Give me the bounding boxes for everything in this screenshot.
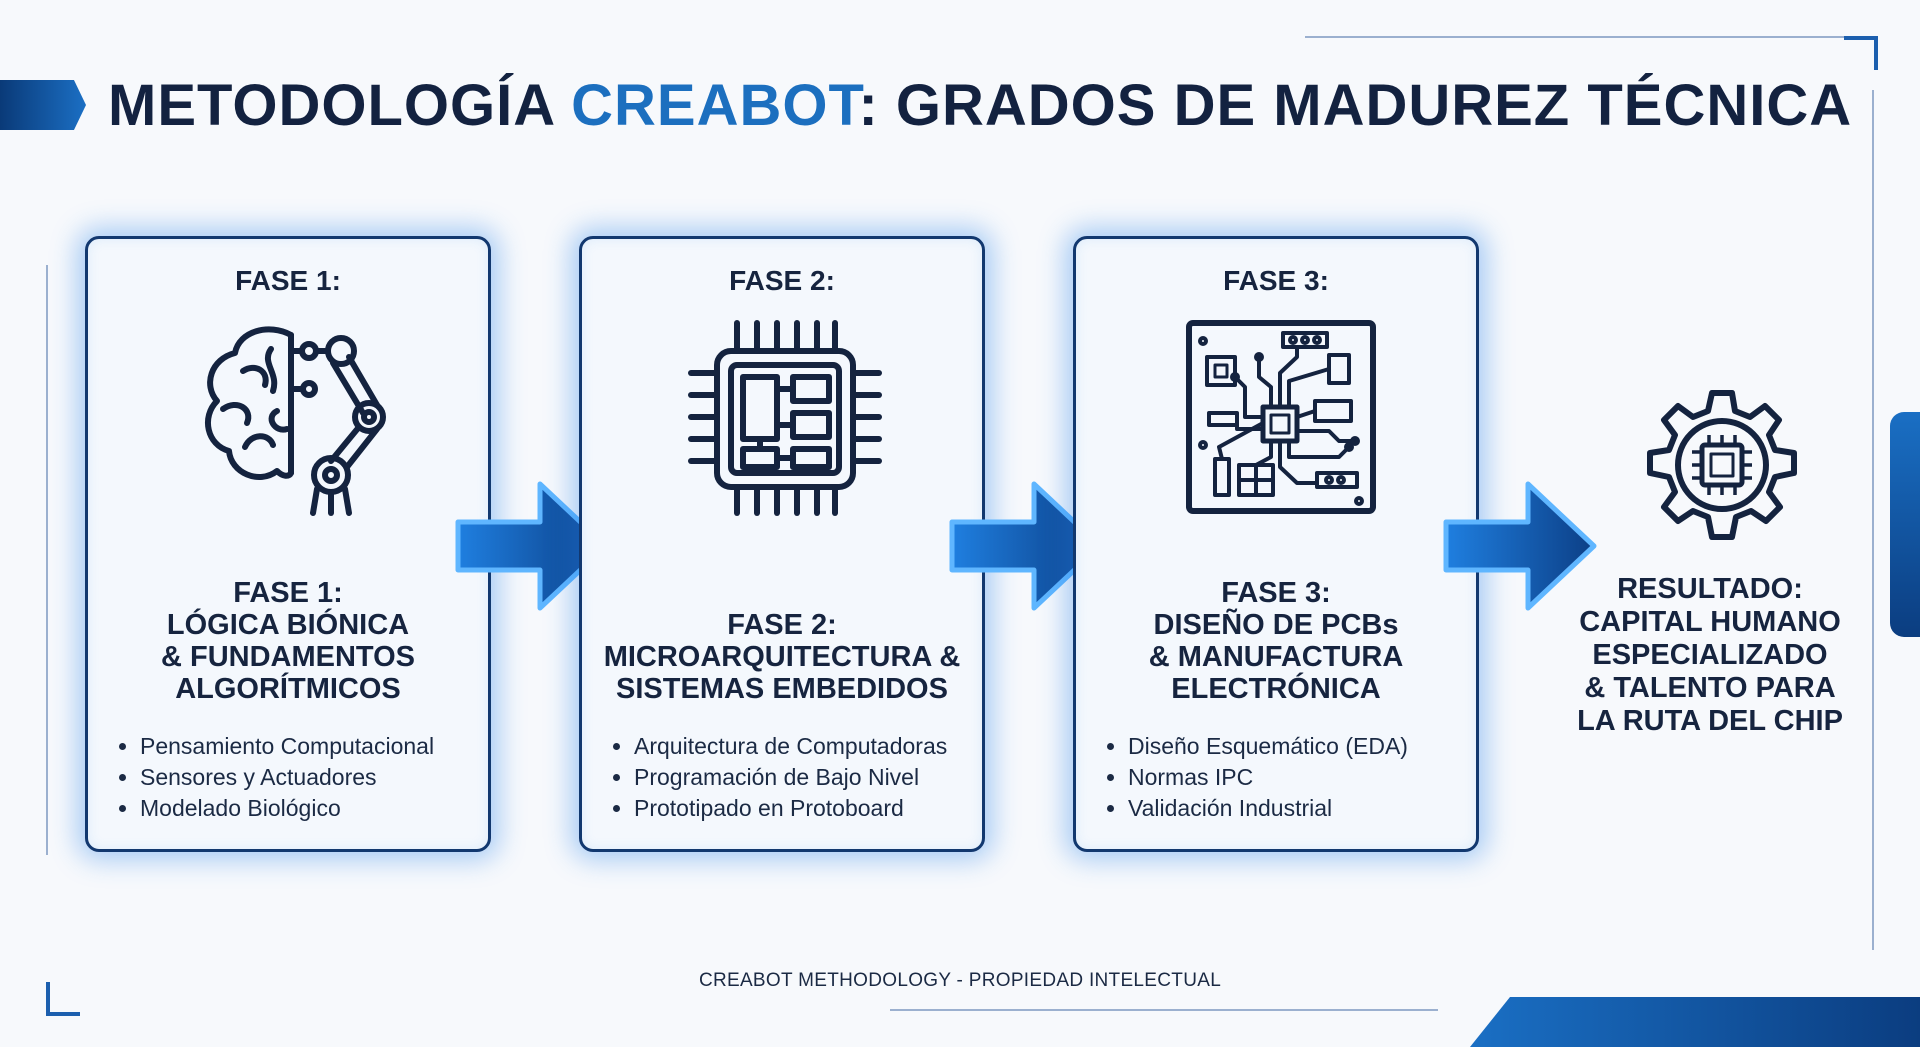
phase-title-line: FASE 3: [1221, 577, 1331, 609]
title-suffix: : GRADOS DE MADUREZ TÉCNICA [858, 73, 1853, 138]
bullet-item: Modelado Biológico [140, 793, 478, 824]
top-rule [1305, 36, 1865, 38]
brain-robot-arm-icon [205, 326, 386, 516]
result-line: LA RUTA DEL CHIP [1577, 705, 1843, 737]
flow-arrow-icon [455, 481, 609, 611]
result-text: RESULTADO: CAPITAL HUMANO ESPECIALIZADO … [1560, 573, 1860, 738]
phase-title-line: & MANUFACTURA [1148, 641, 1404, 673]
bottom-accent-bar [1470, 997, 1920, 1047]
page-title: METODOLOGÍA CREABOT: GRADOS DE MADUREZ T… [108, 72, 1852, 139]
phase-bullet-list: Arquitectura de Computadoras Programació… [612, 731, 972, 824]
title-prefix: METODOLOGÍA [108, 73, 572, 138]
footer-rule [890, 1009, 1438, 1011]
bullet-item: Normas IPC [1128, 762, 1466, 793]
right-rule [1872, 90, 1874, 950]
top-right-corner-bracket [1844, 36, 1878, 70]
phase-card-3: FASE 3: FASE 3: DISEÑO DE PCBs & MANUFA [1073, 236, 1479, 852]
phase-title-line: LÓGICA BIÓNICA [166, 609, 410, 641]
phase-title-line: ALGORÍTMICOS [175, 673, 401, 705]
phase-card-1: FASE 1: FASE 1: LÓGICA BIÓNICA & FUNDAME… [85, 236, 491, 852]
circuit-board-icon [1186, 320, 1376, 514]
phase-title: FASE 3: DISEÑO DE PCBs & MANUFACTURA ELE… [1086, 577, 1466, 705]
phase-bullet-list: Pensamiento Computacional Sensores y Act… [118, 731, 478, 824]
phase-title-line: & FUNDAMENTOS [160, 641, 416, 673]
phase-bullet-list: Diseño Esquemático (EDA) Normas IPC Vali… [1106, 731, 1466, 824]
bullet-item: Programación de Bajo Nivel [634, 762, 972, 793]
bullet-item: Arquitectura de Computadoras [634, 731, 972, 762]
bullet-item: Sensores y Actuadores [140, 762, 478, 793]
flow-arrow-icon [1443, 481, 1597, 611]
phase-title-line: ELECTRÓNICA [1171, 673, 1381, 705]
side-accent-tab [1890, 412, 1920, 637]
bullet-item: Prototipado en Protoboard [634, 793, 972, 824]
phase-header: FASE 1: [235, 265, 341, 296]
phase-card-2: FASE 2: FASE 2: MICROARQUITECTURA & SIST… [579, 236, 985, 852]
phase-title-line: FASE 2: [727, 609, 837, 641]
bullet-item: Validación Industrial [1128, 793, 1466, 824]
left-rule [46, 265, 48, 855]
phase-title-line: DISEÑO DE PCBs [1153, 609, 1399, 641]
result-line: RESULTADO: [1617, 573, 1803, 605]
phase-header: FASE 3: [1223, 265, 1329, 296]
phase-title-line: FASE 1: [233, 577, 343, 609]
phase-title-line: MICROARQUITECTURA & [603, 641, 961, 673]
microchip-icon [688, 320, 882, 516]
gear-chip-icon [1647, 390, 1797, 540]
phase-title: FASE 1: LÓGICA BIÓNICA & FUNDAMENTOS ALG… [98, 577, 478, 705]
bullet-item: Pensamiento Computacional [140, 731, 478, 762]
title-accent-tab [0, 80, 86, 130]
phase-title-line: SISTEMAS EMBEDIDOS [616, 673, 948, 705]
bullet-item: Diseño Esquemático (EDA) [1128, 731, 1466, 762]
bottom-left-corner-bracket [46, 982, 80, 1016]
result-line: & TALENTO PARA [1584, 672, 1836, 704]
flow-arrow-icon [949, 481, 1103, 611]
footer-text: CREABOT METHODOLOGY - PROPIEDAD INTELECT… [698, 970, 1222, 991]
result-line: ESPECIALIZADO [1592, 639, 1828, 671]
result-line: CAPITAL HUMANO [1579, 606, 1841, 638]
title-accent: CREABOT [571, 73, 859, 138]
phase-title: FASE 2: MICROARQUITECTURA & SISTEMAS EMB… [592, 609, 972, 705]
phase-header: FASE 2: [729, 265, 835, 296]
